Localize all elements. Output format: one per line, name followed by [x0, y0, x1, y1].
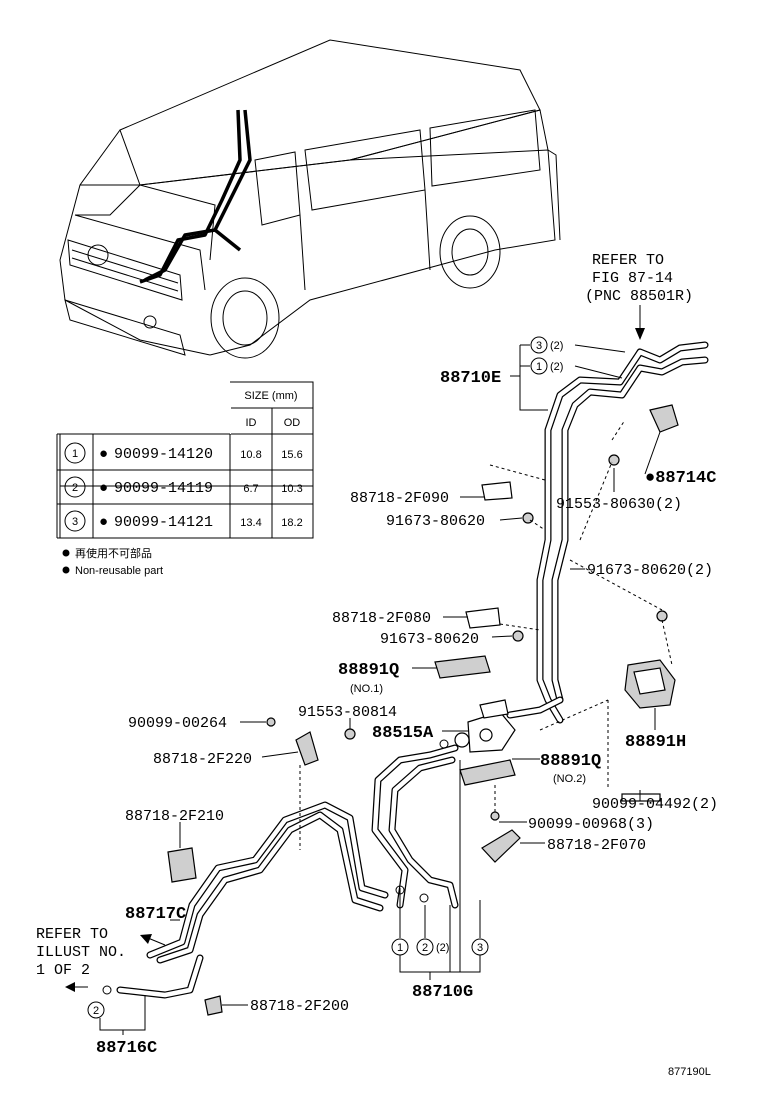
valve-88515A — [454, 699, 516, 753]
row2-id: 6.7 — [243, 483, 258, 495]
row1-num: 1 — [72, 448, 78, 460]
row2-part: 90099-14119 — [114, 480, 213, 497]
label-88710G: 88710G — [412, 983, 473, 1002]
label-91673-80620-2: 91673-80620(2) — [587, 562, 713, 579]
van-illustration — [59, 39, 561, 359]
header-od: OD — [284, 417, 301, 429]
label-88710E: 88710E — [440, 369, 501, 388]
qty-2b: (2) — [550, 361, 563, 373]
callout-1-bot: 1 — [397, 942, 403, 954]
label-88891H: 88891H — [625, 733, 686, 752]
callout-3-bot: 3 — [477, 942, 483, 954]
part-88891Q-2 — [459, 759, 516, 786]
figure-code: 877190L — [668, 1066, 711, 1078]
pipe-88710E — [506, 341, 709, 724]
clamp-2F080 — [465, 607, 501, 629]
label-88891Q-1: 88891Q — [338, 661, 399, 680]
label-91673-80620-b: 91673-80620 — [380, 631, 479, 648]
callout-1-top: 1 — [536, 361, 542, 373]
label-88718-2F070: 88718-2F070 — [547, 837, 646, 854]
row3-id: 13.4 — [240, 517, 261, 529]
row1-id: 10.8 — [240, 449, 261, 461]
row3-num: 3 — [72, 516, 78, 528]
label-90099-04492: 90099-04492(2) — [592, 796, 718, 813]
label-88718-2F080: 88718-2F080 — [332, 610, 431, 627]
clamp-2F200 — [204, 995, 223, 1016]
callout-2-left: 2 — [93, 1005, 99, 1017]
label-no1: (NO.1) — [350, 683, 383, 695]
row2-bullet: ● — [99, 480, 108, 497]
callout-circles — [87, 336, 548, 1019]
size-table: SIZE (mm) ID OD 1 ● 90099-14120 10.8 15.… — [56, 378, 314, 539]
label-88718-2F210: 88718-2F210 — [125, 808, 224, 825]
label-88515A: 88515A — [372, 724, 434, 743]
clamp-2F070 — [481, 829, 521, 863]
qty-2a: (2) — [550, 340, 563, 352]
label-88718-2F220: 88718-2F220 — [153, 751, 252, 768]
label-90099-00968: 90099-00968(3) — [528, 816, 654, 833]
leader-lines — [65, 344, 661, 1035]
part-88891Q-1 — [434, 655, 491, 679]
bracket-88891H — [624, 659, 676, 709]
row1-part: 90099-14120 — [114, 446, 213, 463]
row2-num: 2 — [72, 482, 78, 494]
refer-left-line2: ILLUST NO. — [36, 944, 126, 961]
part-88714C — [649, 404, 679, 433]
label-88716C: 88716C — [96, 1039, 157, 1058]
callout-2-bot: 2 — [422, 942, 428, 954]
clamp-2F210 — [167, 847, 197, 883]
header-id: ID — [246, 417, 257, 429]
label-91553-80630: 91553-80630(2) — [556, 496, 682, 513]
label-no2: (NO.2) — [553, 773, 586, 785]
dashed-leaders — [299, 419, 673, 850]
refer-left-line3: 1 OF 2 — [36, 962, 90, 979]
label-91673-80620-a: 91673-80620 — [386, 513, 485, 530]
label-88718-2F090: 88718-2F090 — [350, 490, 449, 507]
label-90099-00264: 90099-00264 — [128, 715, 227, 732]
pipe-88716C — [116, 801, 389, 999]
row3-part: 90099-14121 — [114, 514, 213, 531]
refer-top-line1: REFER TO — [592, 252, 664, 269]
note-jp: 再使用不可部品 — [75, 546, 152, 560]
clamp-2F220 — [295, 731, 319, 766]
refer-left-line1: REFER TO — [36, 926, 108, 943]
label-88714C: ●88714C — [645, 469, 716, 488]
header-size: SIZE (mm) — [244, 390, 297, 402]
label-88717C: 88717C — [125, 905, 186, 924]
callout-3-top: 3 — [536, 340, 542, 352]
note-en: Non-reusable part — [75, 565, 163, 577]
clamp-2F090 — [481, 481, 513, 501]
row1-bullet: ● — [99, 446, 108, 463]
label-91553-80814: 91553-80814 — [298, 704, 397, 721]
label-88718-2F200: 88718-2F200 — [250, 998, 349, 1015]
row3-bullet: ● — [99, 514, 108, 531]
qty-2c: (2) — [436, 942, 449, 954]
refer-top-line3: (PNC 88501R) — [585, 288, 693, 305]
pipe-88710G — [371, 744, 459, 909]
refer-top-line2: FIG 87-14 — [592, 270, 673, 287]
row2-od: 10.3 — [281, 483, 302, 495]
row1-od: 15.6 — [281, 449, 302, 461]
row3-od: 18.2 — [281, 517, 302, 529]
label-88891Q-2: 88891Q — [540, 752, 601, 771]
